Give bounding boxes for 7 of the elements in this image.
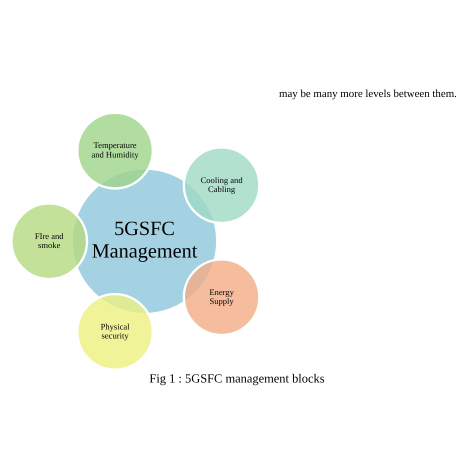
caption: Fig 1 : 5GSFC management blocks xyxy=(149,371,325,386)
node-circle: Temperature and Humidity xyxy=(76,111,154,190)
node-circle: Energy Supply xyxy=(182,258,261,336)
node-circle: Physical security xyxy=(76,292,154,370)
label: may be many more levels between them. xyxy=(279,88,457,100)
node-circle: FIre and smoke xyxy=(10,202,88,280)
node-circle: Cooling and Cabling xyxy=(182,146,261,224)
